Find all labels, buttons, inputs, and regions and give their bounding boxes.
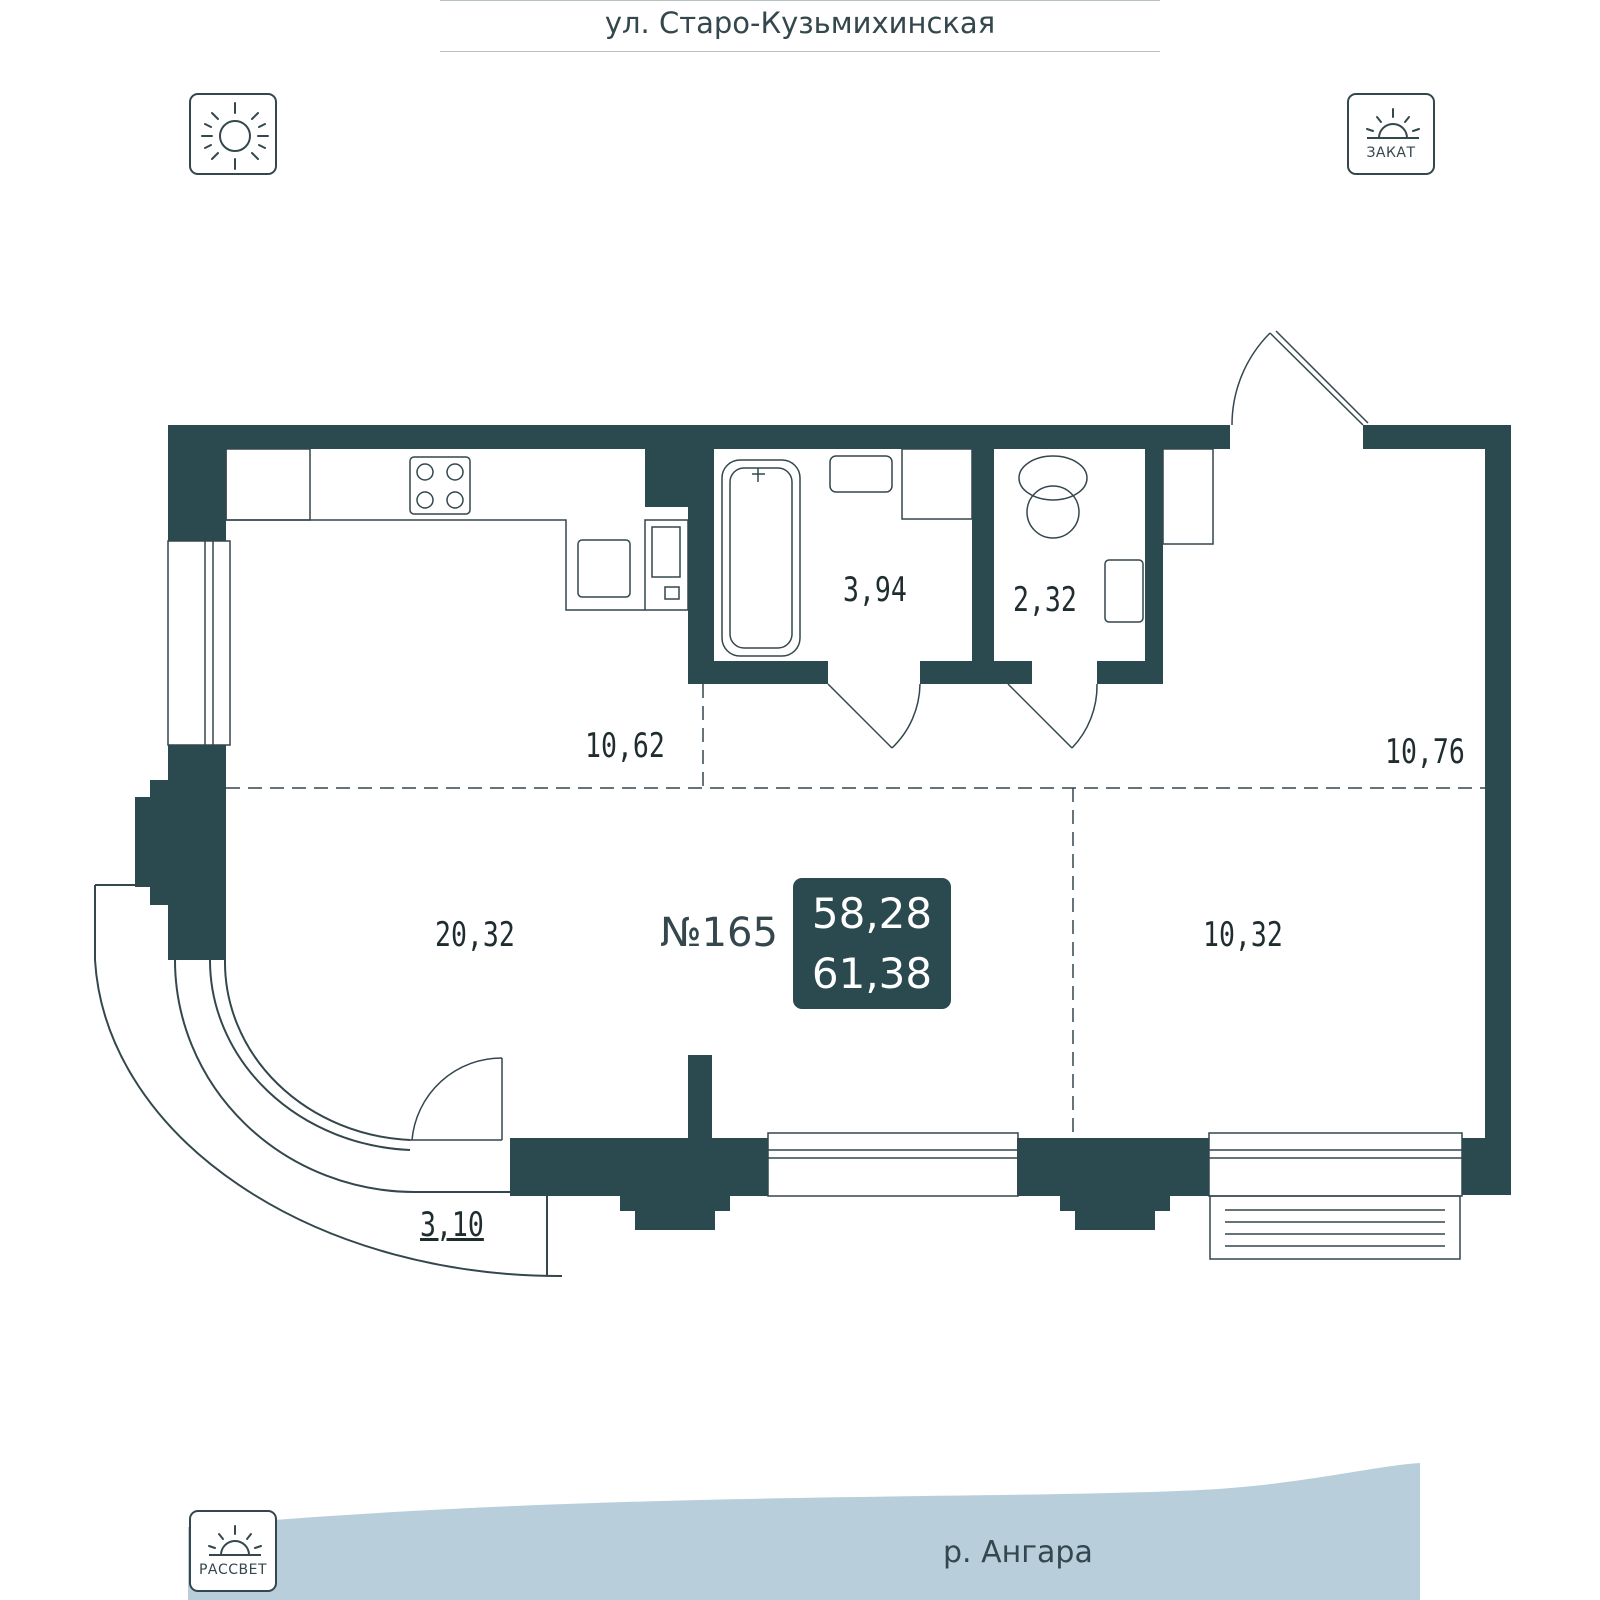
total-area-box: 58,28 61,38: [793, 878, 951, 1009]
zone-lines: [226, 684, 1485, 1138]
kitchen-counter: [225, 448, 1214, 657]
walls: [135, 425, 1511, 1230]
toilet-area: 2,32: [1013, 580, 1077, 620]
river-shape: [188, 1463, 1420, 1600]
total-area-with-balcony: 61,38: [811, 949, 933, 998]
sun-icon: [201, 102, 269, 170]
street-label: ул. Старо-Кузьмихинская: [440, 0, 1160, 52]
balcony-area: 3,10: [420, 1205, 484, 1245]
hall-area: 10,76: [1385, 732, 1465, 772]
sunset-badge: ЗАКАТ: [1347, 93, 1435, 175]
balcony-outline: [94, 884, 563, 1278]
river-label: р. Ангара: [943, 1535, 1093, 1570]
sunrise-label: РАССВЕТ: [198, 1562, 268, 1578]
sunset-icon: [1366, 108, 1420, 139]
sunrise-icon: [208, 1525, 262, 1556]
bathroom-doors: [827, 683, 1098, 749]
sunset-label: ЗАКАТ: [1366, 145, 1416, 161]
sun-orientation-badge: [189, 93, 277, 175]
unit-number: №165: [660, 910, 778, 956]
sunrise-badge: РАССВЕТ: [189, 1510, 277, 1592]
living-room-area: 20,32: [435, 915, 515, 955]
bathroom-area: 3,94: [843, 570, 907, 610]
kitchen-area: 10,62: [585, 726, 665, 766]
total-living-area: 58,28: [811, 889, 933, 938]
balcony-door: [410, 1057, 503, 1141]
bedroom-area: 10,32: [1203, 915, 1283, 955]
entrance-door: [1231, 330, 1369, 426]
